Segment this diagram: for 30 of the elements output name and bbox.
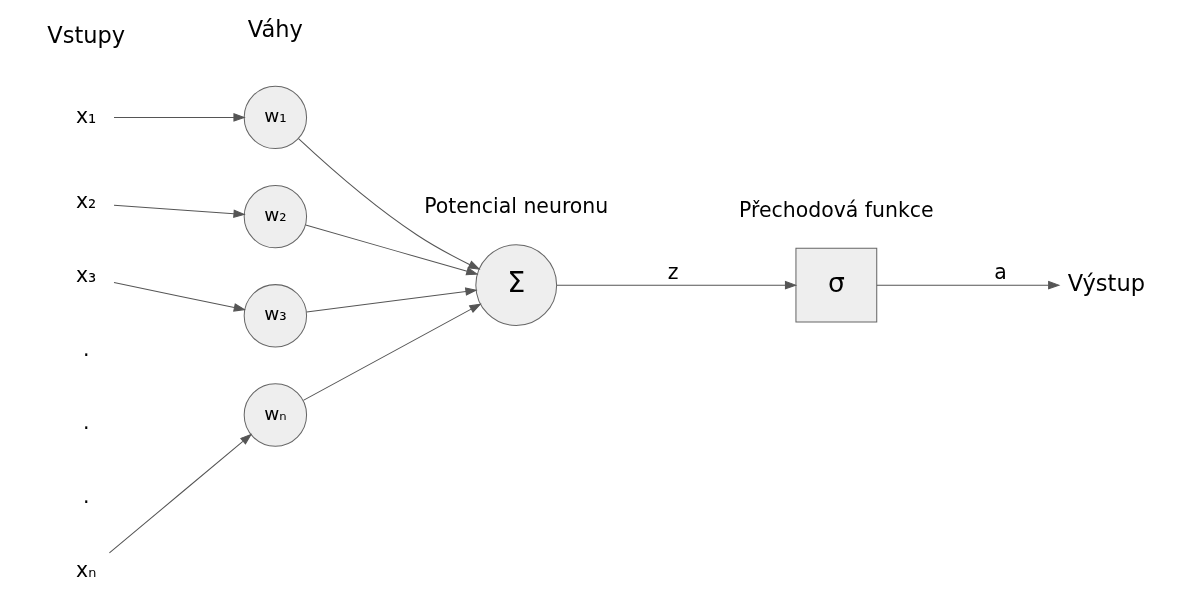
arrow [306, 286, 478, 312]
node-circle: w₃ [243, 283, 308, 347]
node-text: x₂ [76, 188, 97, 213]
arrow [556, 280, 798, 289]
label: . [82, 336, 90, 361]
node-circle: w₁ [243, 85, 308, 149]
node-circle: wₙ [243, 382, 308, 447]
arrow [298, 137, 481, 270]
arrow [113, 204, 246, 218]
node-circle: w₂ [243, 184, 308, 248]
node-text: x₁ [76, 103, 97, 128]
arrow [113, 112, 246, 122]
node-text: x₃ [76, 262, 97, 287]
edge-label: z [667, 259, 679, 284]
arrow [113, 281, 246, 312]
arrow [876, 280, 1061, 289]
edge-label: a [994, 259, 1007, 284]
node-text: Výstup [1067, 269, 1145, 296]
label: . [82, 409, 90, 434]
node-box: σ [795, 247, 878, 322]
arrow [302, 302, 482, 401]
node-circle: Σ [475, 243, 558, 326]
label: . [82, 483, 90, 508]
node-label: Přechodová funkce [739, 197, 934, 222]
arrow [108, 433, 253, 553]
label: Vstupy [47, 21, 126, 48]
arrow [305, 224, 479, 275]
node-label: Potencial neuronu [424, 193, 609, 218]
node-text: xₙ [76, 557, 97, 582]
label: Váhy [247, 15, 303, 42]
